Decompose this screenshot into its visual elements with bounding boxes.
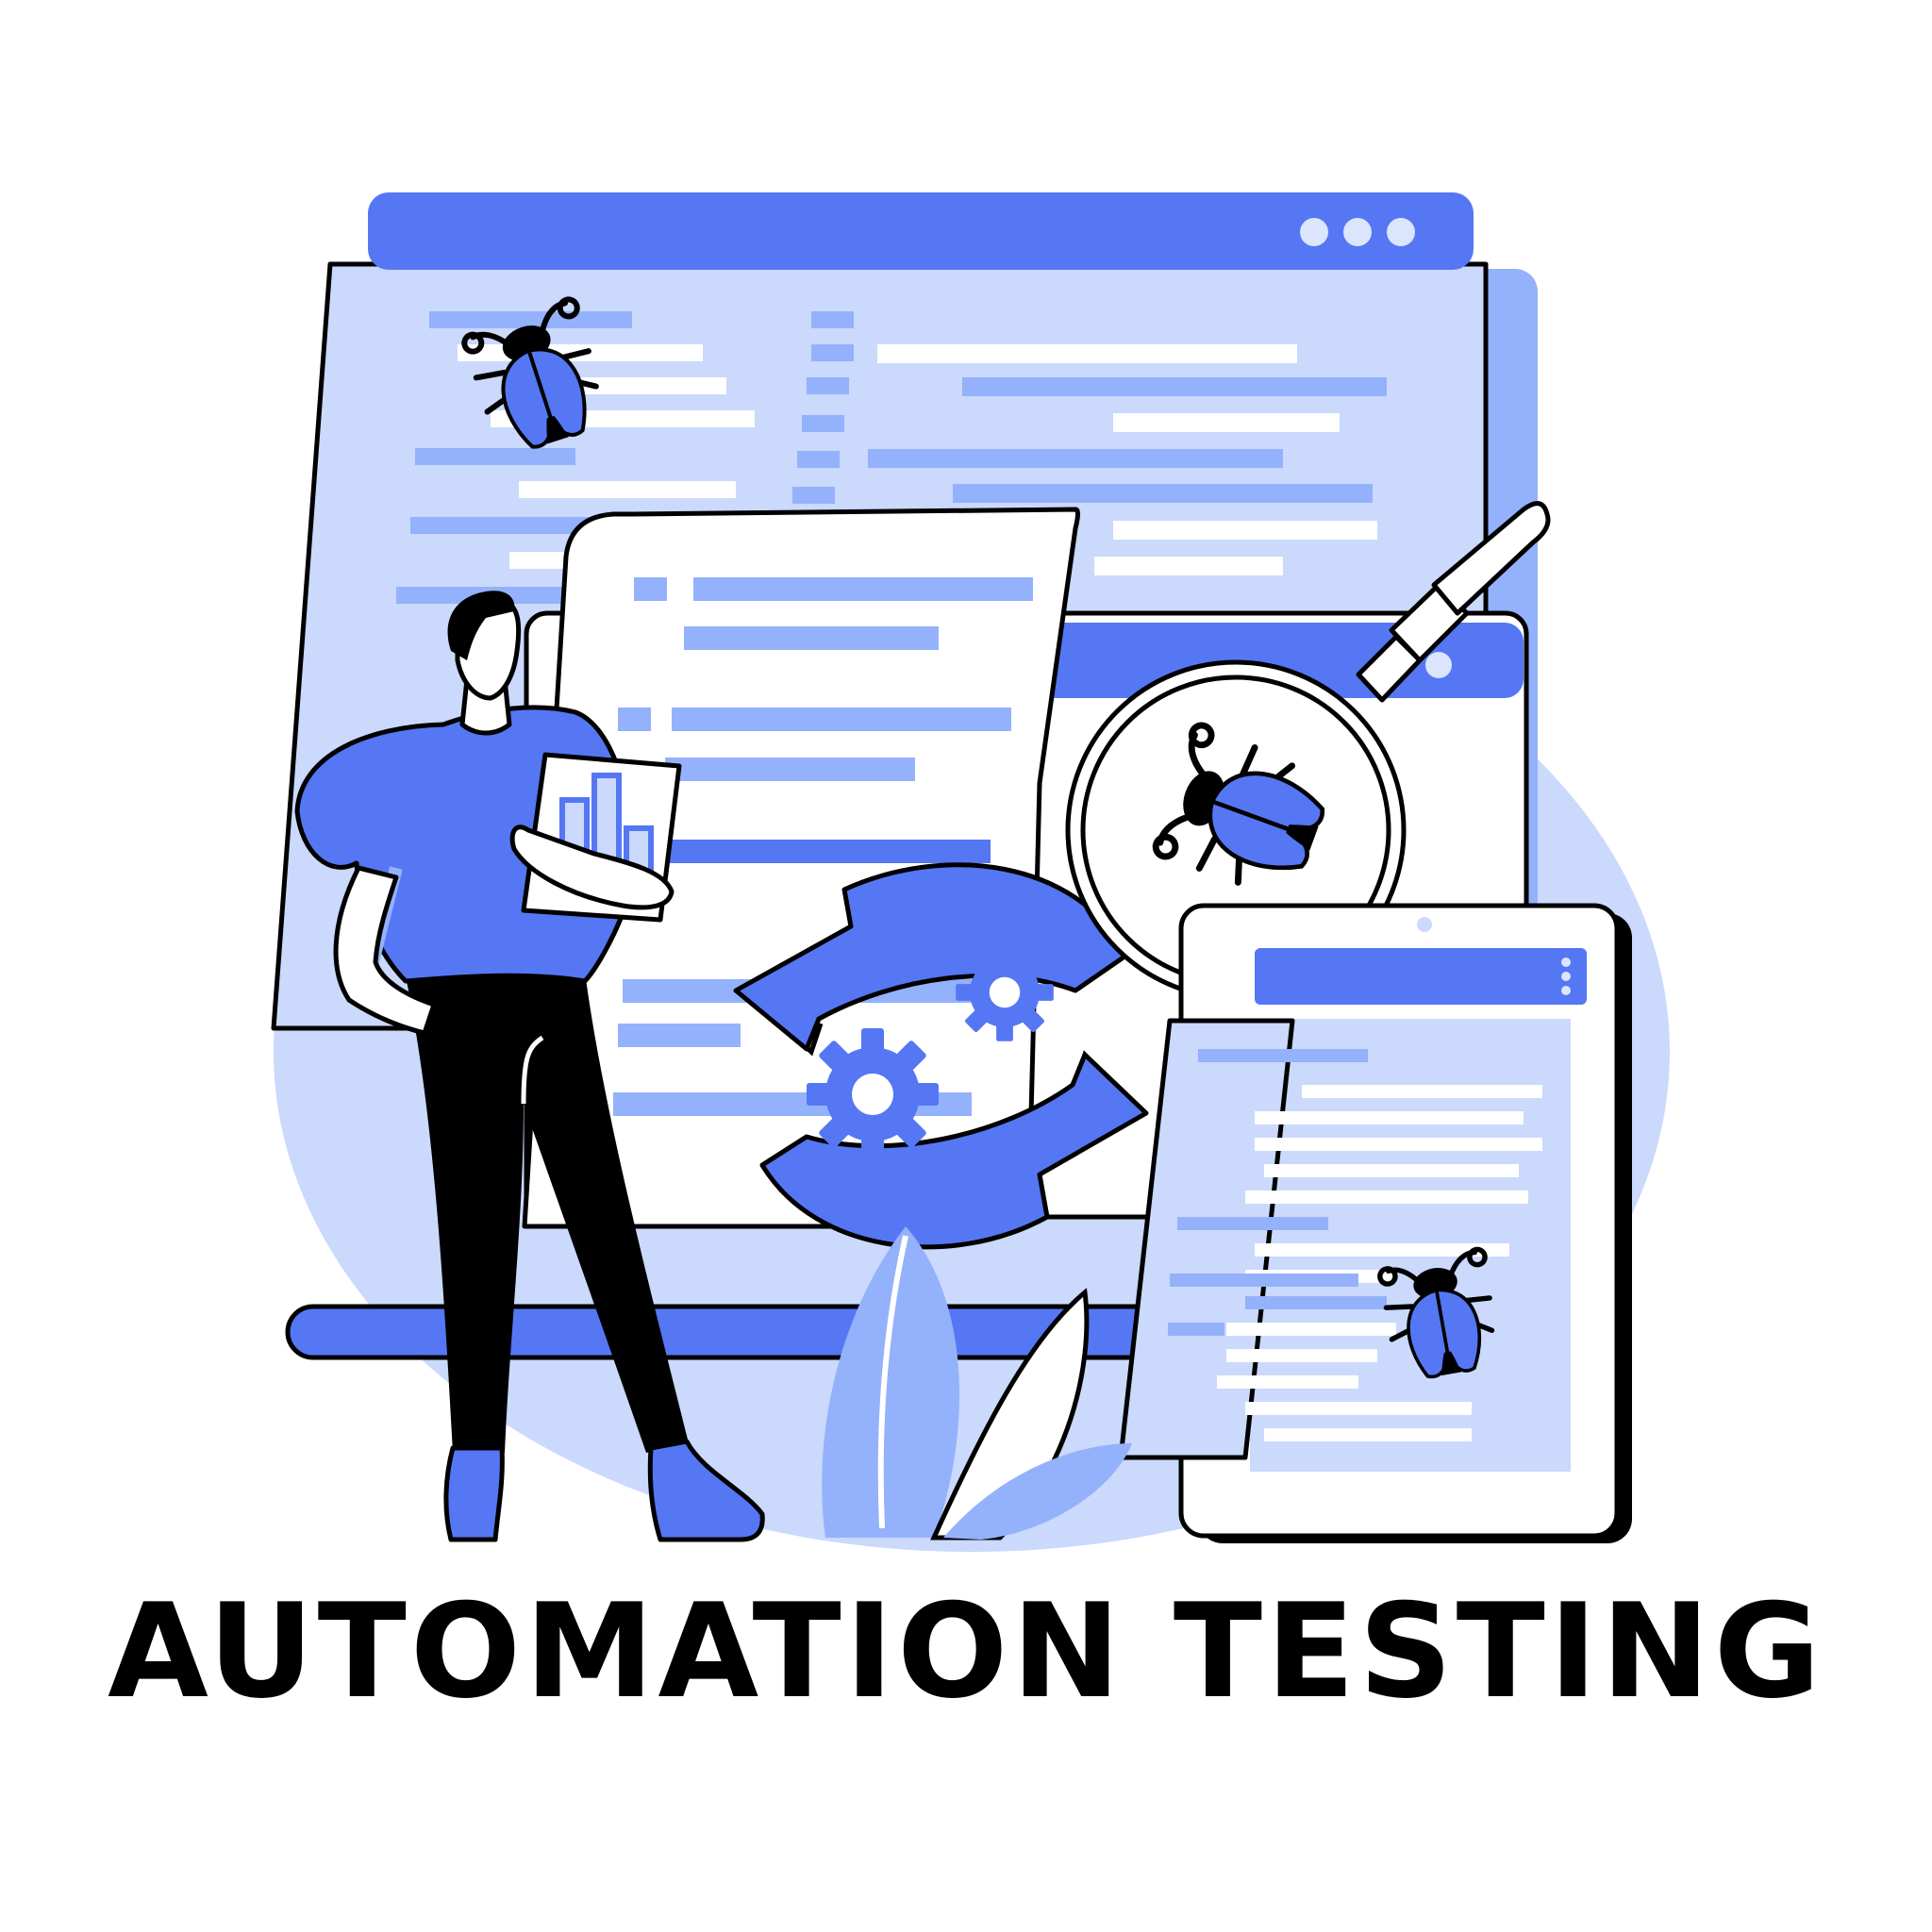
kebab-menu-icon: [1561, 958, 1571, 995]
leaf-plant: [822, 1226, 1132, 1541]
refresh-arrow-bottom: [759, 1052, 1149, 1250]
trousers: [406, 958, 689, 1453]
hair: [447, 591, 515, 660]
window-dots-icon: [1300, 218, 1415, 246]
tablet: [1118, 903, 1632, 1543]
left-shoe: [443, 1445, 505, 1542]
person: [294, 591, 765, 1542]
gear-icon-small: [956, 943, 1054, 1041]
gear-icon: [807, 1028, 939, 1160]
right-shoe: [647, 1439, 765, 1542]
page-title: AUTOMATION TESTING: [108, 1575, 1824, 1727]
